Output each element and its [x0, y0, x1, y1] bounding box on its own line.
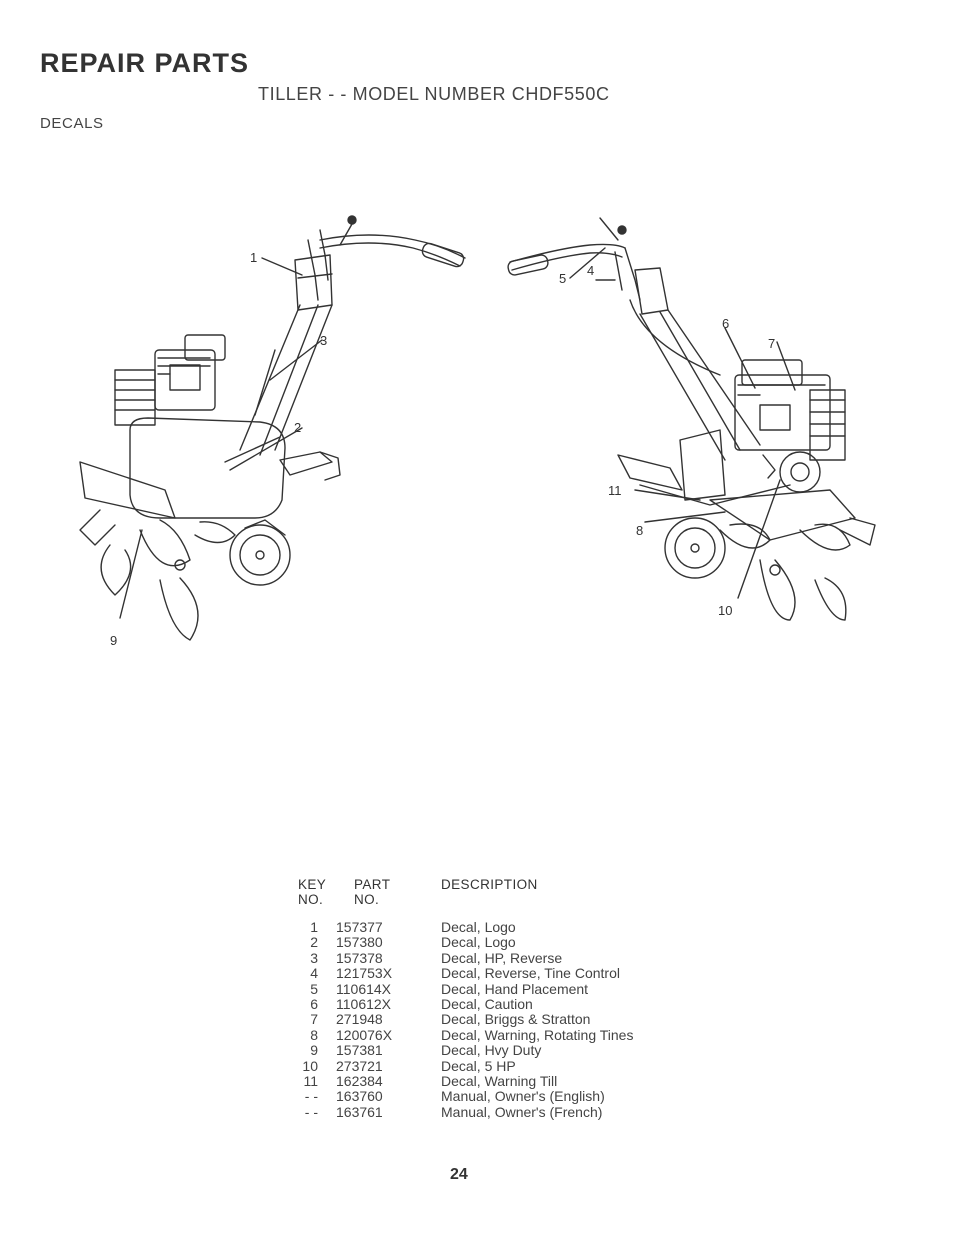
callout-7: 7 [768, 336, 775, 351]
callout-11: 11 [608, 483, 622, 498]
left-tiller-illustration [79, 215, 466, 641]
callout-2: 2 [294, 420, 301, 435]
page-title: REPAIR PARTS [40, 48, 250, 78]
model-subtitle: TILLER - - MODEL NUMBER CHDF550C [258, 84, 610, 104]
page-number: 24 [450, 1166, 468, 1183]
callout-4: 4 [587, 263, 594, 278]
callout-9: 9 [110, 633, 117, 648]
right-tiller-illustration [507, 217, 876, 621]
section-label: DECALS [40, 115, 104, 132]
tiller-decal-diagram: 1 2 3 4 5 6 7 8 9 10 11 [79, 215, 876, 648]
callout-8: 8 [636, 523, 643, 538]
key-header: KEY NO. [298, 877, 327, 907]
description-header: DESCRIPTION [441, 877, 538, 892]
callout-labels: 1 2 3 4 5 6 7 8 9 10 11 [110, 250, 775, 648]
callout-1: 1 [250, 250, 257, 265]
callout-5: 5 [559, 271, 566, 286]
callout-6: 6 [722, 316, 729, 331]
callout-3: 3 [320, 333, 327, 348]
part-header: PART NO. [354, 877, 391, 907]
callout-10: 10 [718, 603, 732, 618]
